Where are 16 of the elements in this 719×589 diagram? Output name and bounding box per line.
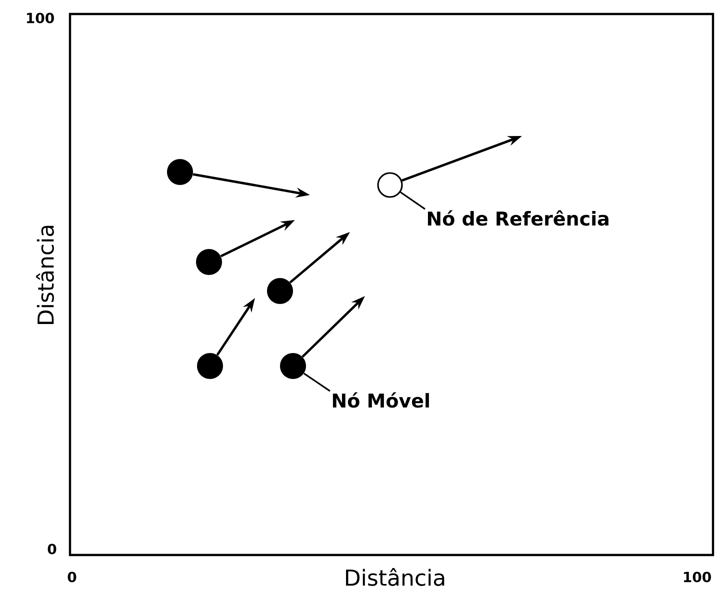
tick-label: 100: [26, 12, 54, 24]
mobile-node: [167, 159, 193, 185]
mobile-node: [196, 249, 222, 275]
mobile-node: [267, 278, 293, 304]
tick-label: 0: [48, 544, 56, 554]
axis-title: Distância: [346, 568, 444, 586]
mobile-node: [280, 353, 306, 379]
tick-label: 100: [684, 572, 711, 582]
axis-title: Distância: [36, 226, 54, 324]
reference-node: [377, 172, 403, 198]
leader-line: [303, 372, 330, 392]
node-label: Nó Móvel: [332, 392, 429, 408]
tick-label: 0: [68, 572, 76, 582]
leader-line: [400, 192, 426, 210]
mobile-node: [197, 353, 223, 379]
node-label: Nó de Referência: [428, 210, 608, 226]
